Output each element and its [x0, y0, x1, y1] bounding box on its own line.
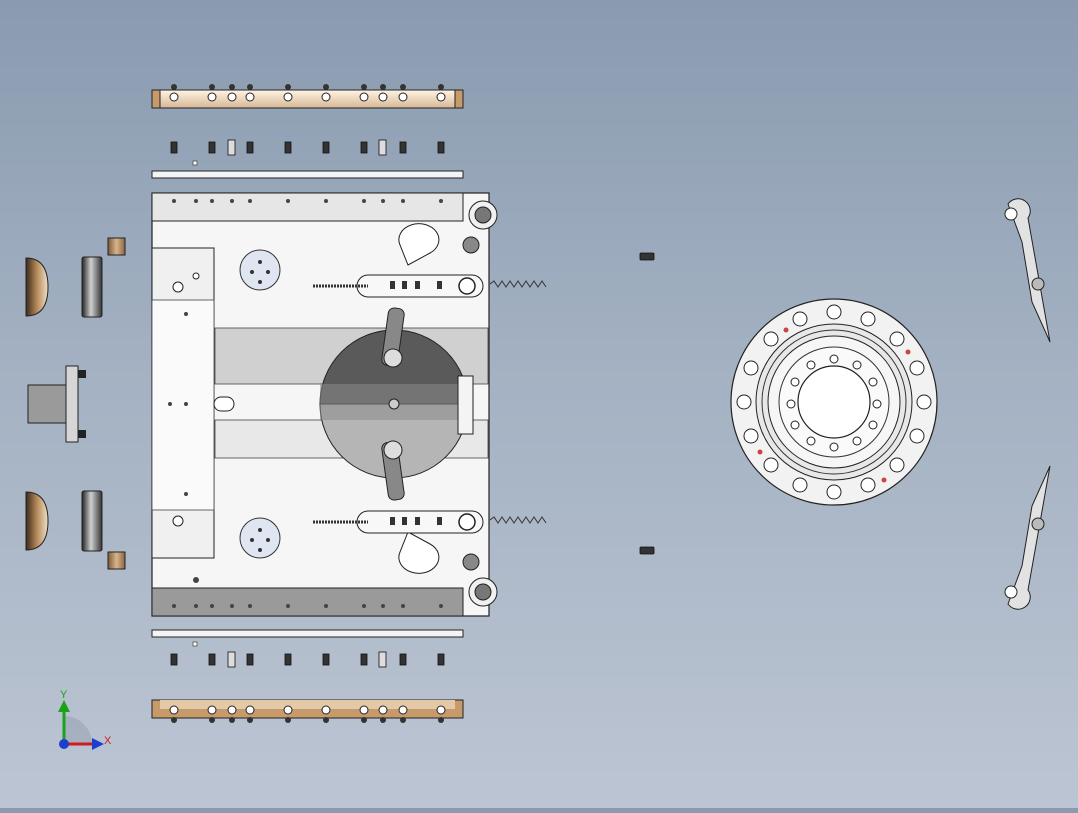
left-motor[interactable] [27, 365, 86, 443]
bottom-rail[interactable] [151, 699, 464, 723]
top-rail[interactable] [151, 84, 464, 109]
y-axis-label: Y [60, 689, 68, 701]
base-plate[interactable] [151, 192, 498, 617]
small-pin [192, 160, 198, 166]
rotary-disc[interactable] [319, 307, 474, 501]
left-rollers[interactable] [25, 237, 126, 570]
upper-slider[interactable] [313, 274, 547, 298]
coordinate-triad: Y X [58, 689, 112, 750]
lower-slider[interactable] [313, 510, 547, 534]
right-arms[interactable] [1004, 198, 1051, 610]
x-axis-label: X [104, 735, 112, 747]
bottom-strip[interactable] [151, 629, 464, 638]
bearing-ring[interactable] [730, 298, 938, 506]
loose-screws [639, 252, 655, 555]
z-axis-dot [59, 739, 69, 749]
top-screws [170, 139, 445, 156]
top-strip[interactable] [151, 170, 464, 179]
small-pin [192, 641, 198, 647]
bottom-screws [170, 651, 445, 668]
